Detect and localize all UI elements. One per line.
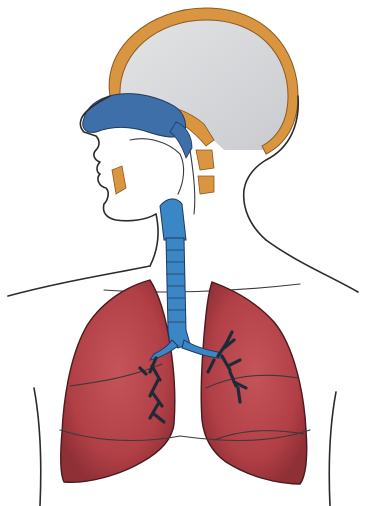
spine-vertebrae [196, 150, 214, 194]
pharynx-line [130, 139, 184, 194]
trachea [166, 238, 190, 348]
hard-palate [112, 166, 126, 194]
torso-left [34, 388, 41, 506]
shoulder-right [266, 240, 358, 292]
larynx [160, 199, 186, 240]
neck-front [150, 214, 158, 266]
throat-line [190, 150, 195, 214]
torso-right [329, 392, 336, 506]
